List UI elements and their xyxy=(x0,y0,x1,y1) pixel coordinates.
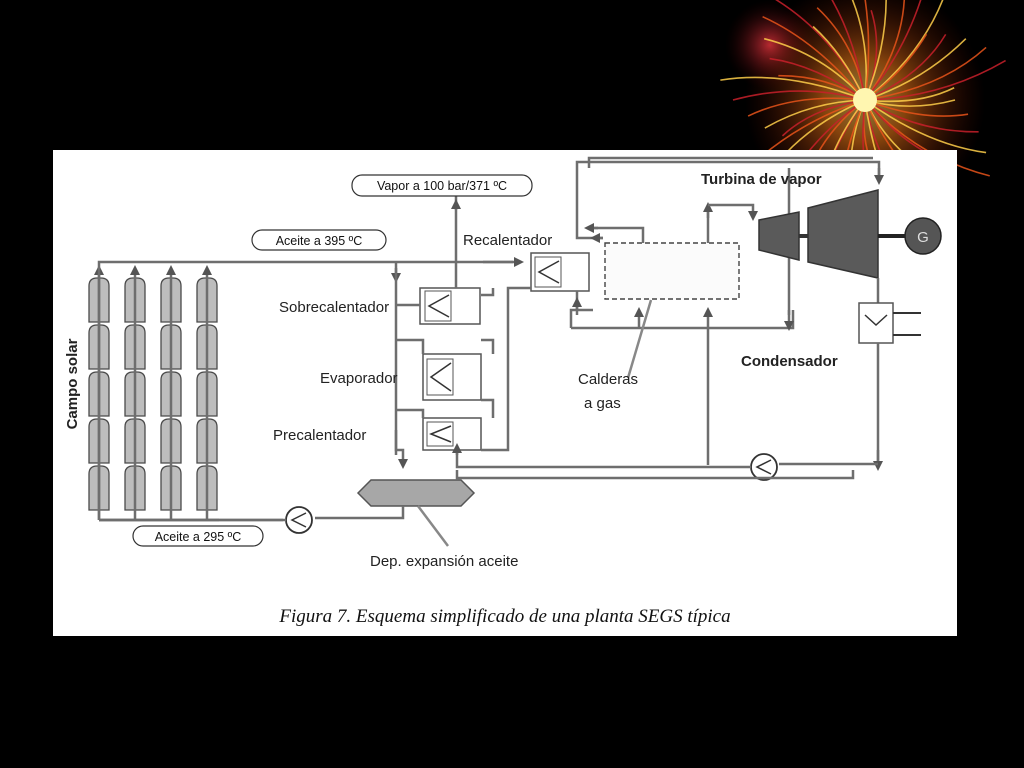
superheater-label: Sobrecalentador xyxy=(279,299,389,316)
condenser-label: Condensador xyxy=(741,353,838,370)
cold-oil-label: Aceite a 295 ºC xyxy=(132,525,264,547)
oil-pump xyxy=(285,506,313,534)
feedwater-pump xyxy=(750,453,778,481)
segs-diagram-figure: G Vapor a 100 bar/371 ºC Aceite a 395 ºC xyxy=(53,150,957,636)
turbine-label: Turbina de vapor xyxy=(701,171,822,188)
figure-caption: Figura 7. Esquema simplificado de una pl… xyxy=(278,606,730,627)
solar-field-collectors xyxy=(88,265,218,520)
reheater-label: Recalentador xyxy=(463,232,552,249)
superheater-exchanger xyxy=(419,287,481,325)
boilers-label-line2: a gas xyxy=(584,395,621,412)
reheater-exchanger xyxy=(530,252,590,292)
hot-oil-label: Aceite a 395 ºC xyxy=(251,229,387,251)
evaporator-label: Evaporador xyxy=(320,370,398,387)
steam-turbine xyxy=(758,189,905,279)
boilers-label-line1: Calderas xyxy=(578,371,638,388)
expansion-tank-label: Dep. expansión aceite xyxy=(370,553,518,570)
preheater-label: Precalentador xyxy=(273,427,366,444)
generator-label: G xyxy=(917,229,929,246)
condenser-exchanger xyxy=(858,302,921,344)
oil-expansion-tank xyxy=(356,479,476,507)
svg-text:Aceite a 295 ºC: Aceite a 295 ºC xyxy=(155,530,242,544)
svg-text:Vapor a 100 bar/371 ºC: Vapor a 100 bar/371 ºC xyxy=(377,179,507,193)
gas-boilers-box xyxy=(604,242,740,300)
svg-text:Aceite a 395 ºC: Aceite a 395 ºC xyxy=(276,234,363,248)
evaporator-exchanger xyxy=(422,353,482,401)
generator: G xyxy=(904,217,942,255)
preheater-exchanger xyxy=(422,417,482,451)
steam-conditions-label: Vapor a 100 bar/371 ºC xyxy=(351,174,533,197)
solar-field-label: Campo solar xyxy=(64,338,81,429)
